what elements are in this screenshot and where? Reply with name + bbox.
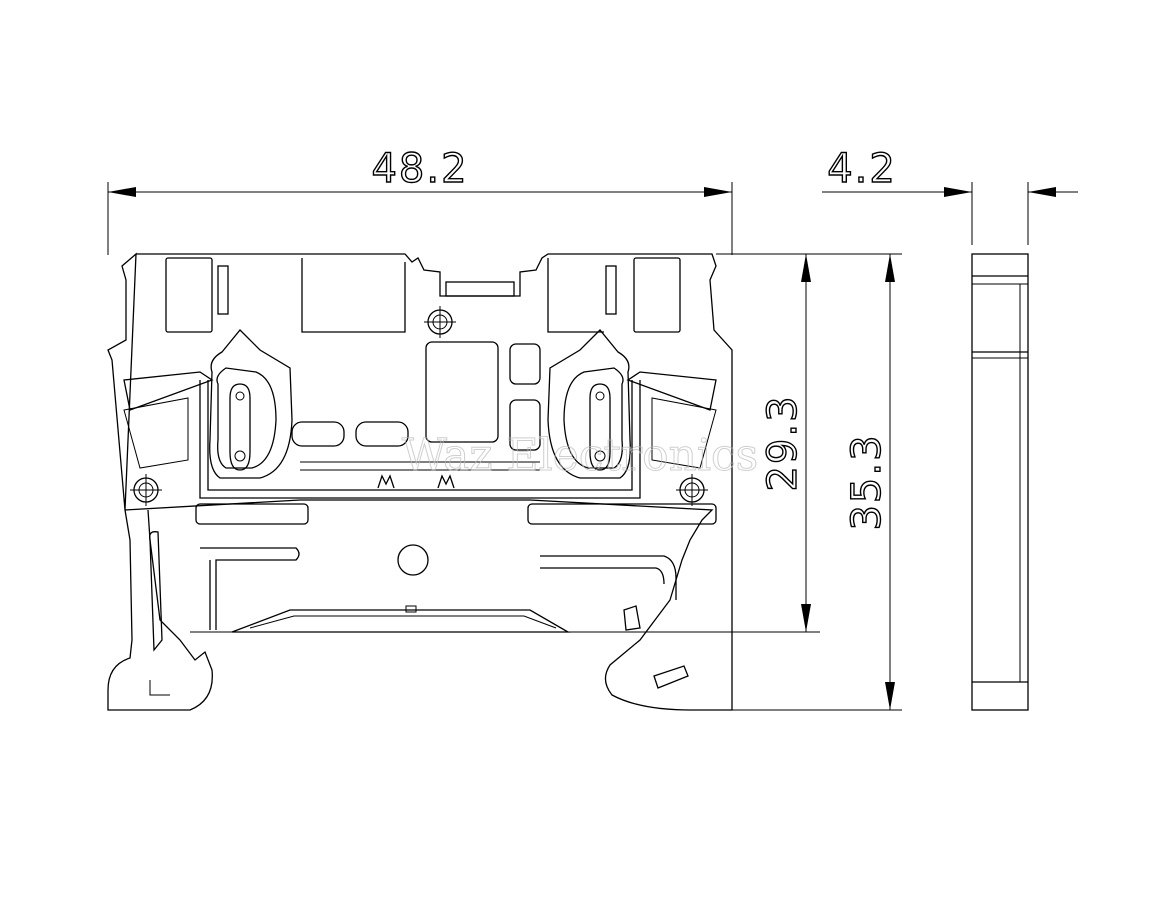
test-point-top	[424, 306, 456, 338]
lever-left	[123, 371, 214, 411]
busbar-lines	[300, 461, 540, 471]
inner-height-arrow-top	[801, 254, 811, 282]
rail-base-inner	[249, 615, 557, 629]
lever-right	[626, 371, 717, 411]
thickness-label: 4.2	[827, 146, 897, 192]
inner-height-label: 29.3	[760, 394, 806, 491]
busbar-inner	[207, 380, 633, 491]
top-bridge-notch	[445, 281, 515, 297]
thickness-arrow-right	[1028, 187, 1056, 197]
total-height-arrow-bottom	[885, 682, 895, 710]
thickness-dimension: 4.2	[822, 145, 1078, 245]
width-arrow-left	[108, 187, 136, 197]
foot-slot-right	[527, 503, 717, 525]
rail-channel-left	[200, 547, 300, 630]
slot-oval-1	[291, 421, 345, 447]
rail-base	[231, 609, 571, 633]
wire-slot-left	[165, 257, 213, 333]
rail-notch	[405, 605, 417, 613]
total-height-arrow-top	[885, 254, 895, 282]
test-point-left	[130, 474, 162, 506]
busbar-channel	[199, 380, 641, 499]
inner-height-dimension: 29.3	[640, 253, 820, 633]
center-mounting-hole	[397, 544, 429, 576]
rail-channel-right	[540, 555, 677, 600]
test-point-right	[676, 474, 708, 506]
top-recess-right	[547, 258, 604, 333]
terminal-outline	[107, 252, 733, 711]
side-view	[971, 253, 1029, 711]
left-foot-slot	[149, 531, 163, 652]
side-window-bottom	[509, 399, 541, 451]
total-height-dimension: 35.3	[700, 253, 902, 711]
side-window-top	[509, 343, 541, 385]
thickness-arrow-left	[944, 187, 972, 197]
rail-clip	[623, 605, 641, 631]
slot-oval-2	[355, 421, 409, 447]
spring-clamp-left	[123, 329, 293, 479]
release-tab	[653, 665, 689, 689]
width-dimension: 48.2	[107, 145, 733, 255]
width-label: 48.2	[371, 146, 468, 192]
width-arrow-right	[704, 187, 732, 197]
front-view	[107, 252, 733, 711]
foot-slot-left	[195, 503, 309, 525]
wire-slot-right	[633, 257, 681, 333]
marking-m	[377, 474, 455, 489]
watermark-text: Waz Electronics	[402, 430, 759, 481]
label-window	[425, 341, 499, 443]
slot-marker-left	[217, 265, 229, 315]
total-height-label: 35.3	[844, 433, 890, 530]
side-view-outline	[971, 253, 1029, 711]
slot-marker-right	[605, 265, 617, 315]
top-recess-left	[301, 258, 406, 333]
spring-clamp-right	[547, 329, 717, 479]
inner-height-arrow-bottom	[801, 604, 811, 632]
left-foot-detail	[149, 680, 170, 696]
